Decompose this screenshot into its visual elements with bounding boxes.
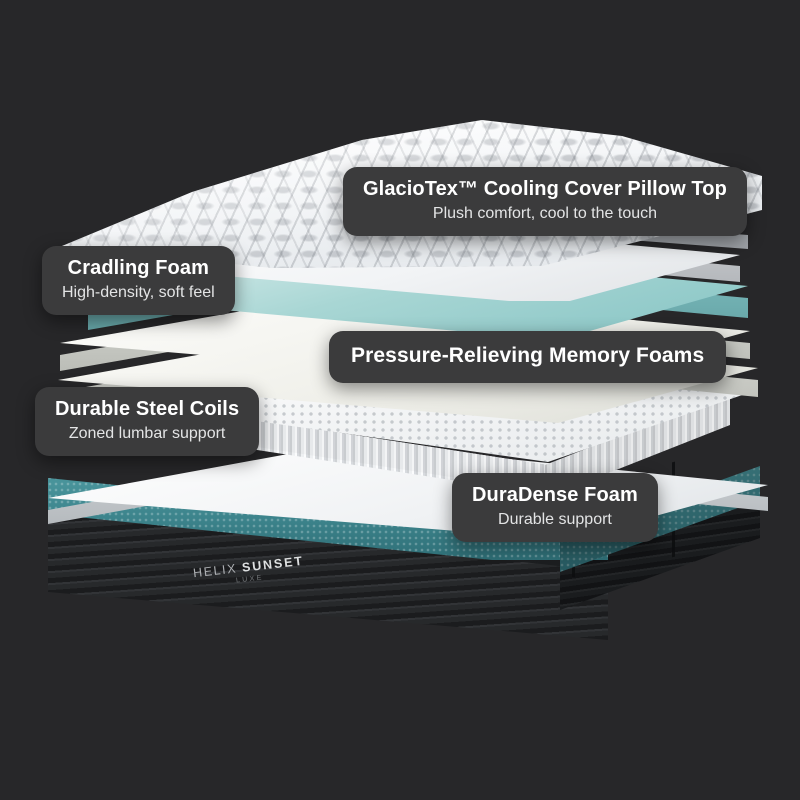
callout-duradense-foam[interactable]: DuraDense Foam Durable support — [452, 473, 658, 543]
callout-subtitle: High-density, soft feel — [62, 283, 215, 301]
callout-title: DuraDense Foam — [472, 484, 638, 506]
callout-title: Cradling Foam — [67, 257, 209, 279]
callout-title: Pressure-Relieving Memory Foams — [351, 344, 705, 367]
callout-glaciotex-cooling-cover[interactable]: GlacioTex™ Cooling Cover Pillow Top Plus… — [343, 167, 747, 237]
callout-subtitle: Zoned lumbar support — [68, 424, 226, 442]
callout-title: Durable Steel Coils — [55, 398, 240, 420]
callout-cradling-foam[interactable]: Cradling Foam High-density, soft feel — [42, 246, 235, 316]
callout-subtitle: Plush comfort, cool to the touch — [432, 204, 658, 222]
callout-memory-foams[interactable]: Pressure-Relieving Memory Foams — [329, 331, 727, 383]
callout-steel-coils[interactable]: Durable Steel Coils Zoned lumbar support — [35, 387, 260, 457]
callout-subtitle: Durable support — [498, 510, 612, 528]
callout-title: GlacioTex™ Cooling Cover Pillow Top — [363, 178, 727, 200]
